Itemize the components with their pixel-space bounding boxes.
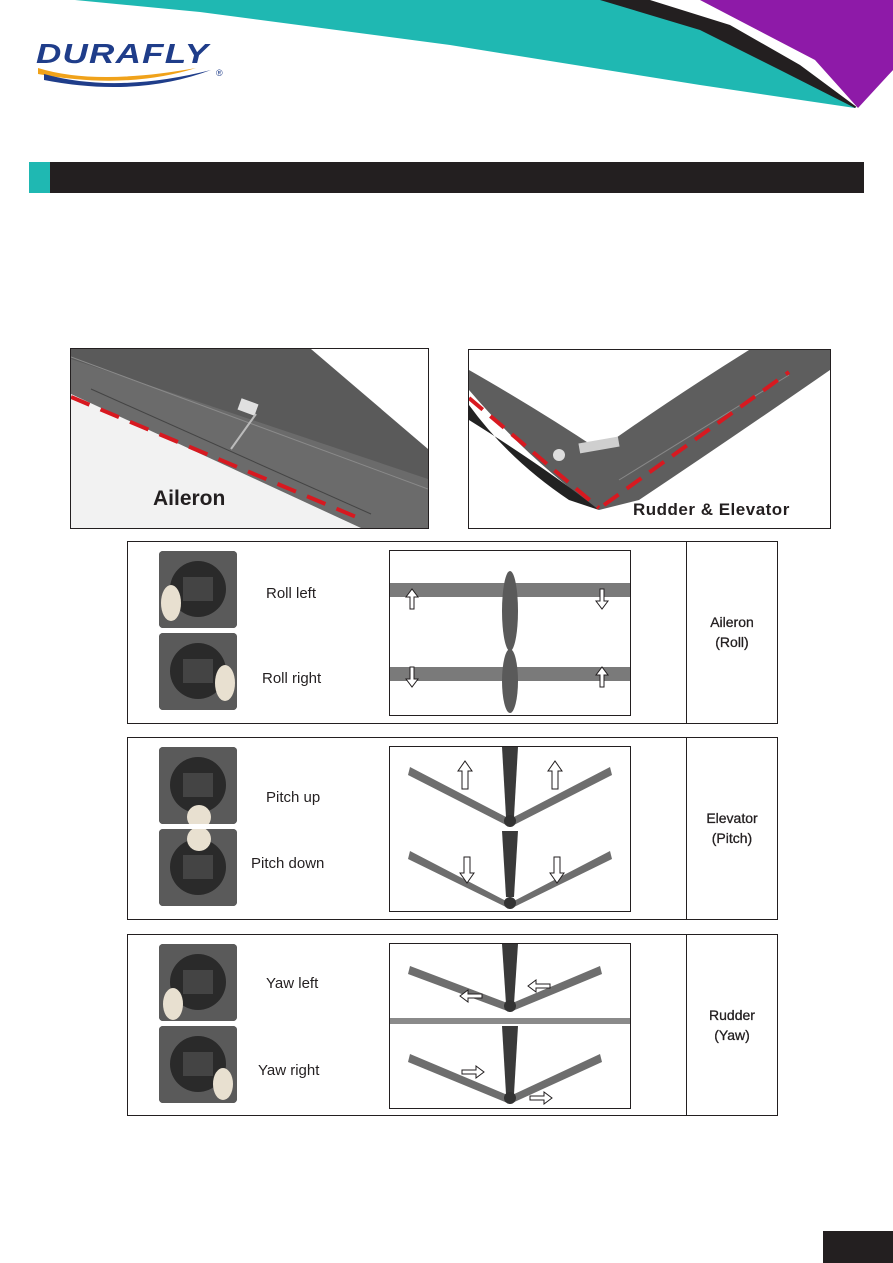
transmitter-stick-image bbox=[159, 1026, 237, 1103]
axis-label-aileron: Aileron (Roll) bbox=[688, 612, 776, 652]
rudder-control-panel: Yaw left Yaw right Rudder (Yaw) bbox=[127, 934, 778, 1116]
panel-divider bbox=[686, 542, 687, 723]
axis-label-rudder: Rudder (Yaw) bbox=[688, 1005, 776, 1045]
axis-label-line2: (Roll) bbox=[715, 634, 749, 650]
transmitter-stick-image bbox=[159, 747, 237, 824]
photo-label-rudder-elevator: Rudder & Elevator bbox=[633, 500, 790, 519]
transmitter-stick-image bbox=[159, 944, 237, 1021]
rudder-elevator-photo: Rudder & Elevator bbox=[468, 349, 831, 529]
brand-logo: DURAFLY ® bbox=[36, 38, 226, 90]
registered-mark: ® bbox=[216, 68, 223, 78]
stick-caption-lower: Roll right bbox=[262, 670, 322, 687]
aileron-photo: Aileron bbox=[70, 348, 429, 529]
section-header-accent bbox=[29, 162, 50, 193]
header-swoosh bbox=[75, 0, 893, 108]
panel-divider bbox=[686, 738, 687, 919]
axis-label-line2: (Pitch) bbox=[711, 830, 753, 846]
elevator-control-panel: Pitch up Pitch down Elevator (Pitch) bbox=[127, 737, 778, 920]
section-header-bar bbox=[29, 162, 864, 193]
stick-caption-lower: Pitch down bbox=[251, 855, 325, 872]
panel-divider bbox=[686, 935, 687, 1115]
axis-label-line1: Aileron bbox=[710, 614, 754, 630]
transmitter-stick-image bbox=[159, 633, 237, 710]
logo-wordmark: DURAFLY bbox=[36, 38, 210, 69]
stick-caption-upper: Yaw left bbox=[266, 975, 319, 992]
stick-caption-lower: Yaw right bbox=[258, 1062, 320, 1079]
transmitter-stick-image bbox=[159, 829, 237, 906]
axis-label-line2: (Yaw) bbox=[714, 1027, 750, 1043]
stick-caption-upper: Pitch up bbox=[266, 789, 321, 806]
axis-label-elevator: Elevator (Pitch) bbox=[688, 808, 776, 848]
aileron-control-panel: Roll left Roll right Aileron (Roll) bbox=[127, 541, 778, 724]
page-number-tab bbox=[823, 1231, 893, 1263]
stick-caption-upper: Roll left bbox=[266, 585, 317, 602]
axis-label-line1: Rudder bbox=[709, 1007, 755, 1023]
rudder-diagram bbox=[389, 943, 631, 1109]
elevator-diagram bbox=[389, 746, 631, 912]
transmitter-stick-image bbox=[159, 551, 237, 628]
photo-label-aileron: Aileron bbox=[153, 487, 226, 510]
axis-label-line1: Elevator bbox=[706, 810, 758, 826]
aileron-diagram bbox=[389, 550, 631, 716]
